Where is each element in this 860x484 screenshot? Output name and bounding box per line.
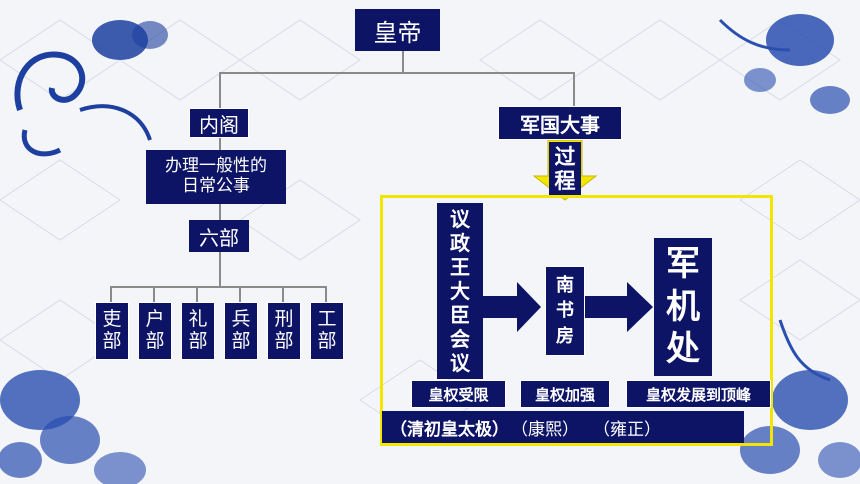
southern-study-char-3: 房 (556, 325, 574, 347)
cabinet-duty-line-2: 日常公事 (182, 176, 250, 196)
council-box: 议 政 王 大 臣 会 议 (437, 203, 483, 379)
emperor-label: 皇帝 (373, 18, 422, 47)
council-char-4: 大 (450, 279, 470, 303)
grand-council-char-3: 处 (666, 329, 700, 370)
southern-study-char-1: 南 (556, 275, 574, 297)
six-ministries-label: 六部 (199, 225, 239, 250)
stage-peak-label: 皇权发展到顶峰 (626, 380, 771, 408)
evolution-highlight-frame (380, 195, 773, 446)
ministry-gongbu-char-2: 部 (317, 330, 337, 352)
connector-duty-ministries (219, 204, 221, 220)
era-bar: （清初皇太极） （康熙） （雍正） (382, 411, 744, 443)
top-right-flower-ornament (718, 14, 850, 114)
southern-study-box: 南 书 房 (545, 266, 585, 356)
grand-council-char-1: 军 (666, 244, 700, 285)
ministry-lbu-char-1: 礼 (188, 308, 208, 331)
stage-peak-text: 皇权发展到顶峰 (645, 385, 751, 404)
cabinet-label: 内阁 (199, 112, 239, 137)
bottom-right-flower-ornament (740, 319, 860, 478)
connector-bingbu (239, 286, 241, 302)
connector-ministries-down (219, 252, 221, 286)
top-left-flower-ornament (14, 20, 168, 157)
era-early-qing: （清初皇太极） (390, 419, 509, 440)
emperor-box: 皇帝 (355, 9, 440, 51)
ministry-xingbu-char-1: 刑 (274, 308, 294, 331)
cabinet-duty-box: 办理一般性的 日常公事 (146, 150, 286, 204)
council-char-3: 王 (450, 255, 470, 279)
stage-restricted-label: 皇权受限 (411, 380, 506, 408)
connector-top-horizontal (219, 72, 574, 74)
stage-strengthened-label: 皇权加强 (520, 380, 610, 408)
ministry-bingbu-char-1: 兵 (231, 308, 251, 331)
ministry-hubu: 户 部 (138, 302, 172, 360)
stage-strengthened-text: 皇权加强 (534, 385, 595, 404)
connector-libu2 (196, 286, 198, 302)
military-affairs-box: 军国大事 (498, 106, 622, 140)
bottom-left-flower-ornament (0, 370, 146, 484)
stage-restricted-text: 皇权受限 (428, 385, 489, 404)
ministry-gongbu: 工 部 (310, 302, 344, 360)
council-char-2: 政 (450, 231, 470, 255)
process-char-1: 过 (554, 144, 576, 169)
ministry-xingbu-char-2: 部 (274, 330, 294, 352)
era-yongzheng: （雍正） (593, 419, 661, 440)
right-arrow-1 (483, 282, 541, 332)
grand-council-char-2: 机 (666, 286, 700, 327)
process-char-2: 程 (554, 169, 576, 193)
connector-cabinet-duty (219, 138, 221, 150)
council-char-1: 议 (450, 207, 470, 231)
ministry-libu: 吏 部 (95, 302, 129, 360)
ministry-hubu-char-2: 部 (145, 330, 165, 352)
connector-libu (110, 286, 112, 302)
connector-xingbu (282, 286, 284, 302)
ministry-libu-char-1: 吏 (102, 308, 122, 331)
ministry-lbu-char-2: 部 (188, 330, 208, 352)
process-label-box: 过 程 (549, 142, 581, 196)
ministry-gongbu-char-1: 工 (317, 308, 337, 331)
six-ministries-box: 六部 (189, 220, 249, 252)
connector-to-military (573, 72, 575, 106)
ministry-lbu: 礼 部 (181, 302, 215, 360)
connector-hubu (153, 286, 155, 302)
ministry-bingbu-char-2: 部 (231, 330, 251, 352)
connector-ministries-horizontal (110, 286, 326, 288)
era-kangxi: （康熙） (511, 419, 579, 440)
connector-emperor-down (402, 51, 404, 73)
cabinet-duty-line-1: 办理一般性的 (165, 156, 267, 177)
council-char-5: 臣 (450, 303, 470, 327)
ministry-libu-char-2: 部 (102, 330, 122, 352)
ministry-hubu-char-1: 户 (145, 308, 165, 331)
connector-gongbu (325, 286, 327, 302)
ministry-xingbu: 刑 部 (267, 302, 301, 360)
council-char-7: 议 (450, 351, 470, 375)
military-affairs-label: 军国大事 (520, 112, 600, 137)
council-char-6: 会 (450, 327, 470, 351)
connector-to-cabinet (219, 72, 221, 108)
grand-council-box: 军 机 处 (654, 238, 712, 376)
southern-study-char-2: 书 (556, 300, 574, 322)
cabinet-box: 内阁 (189, 108, 249, 138)
right-arrow-2 (585, 282, 653, 332)
ministry-bingbu: 兵 部 (224, 302, 258, 360)
